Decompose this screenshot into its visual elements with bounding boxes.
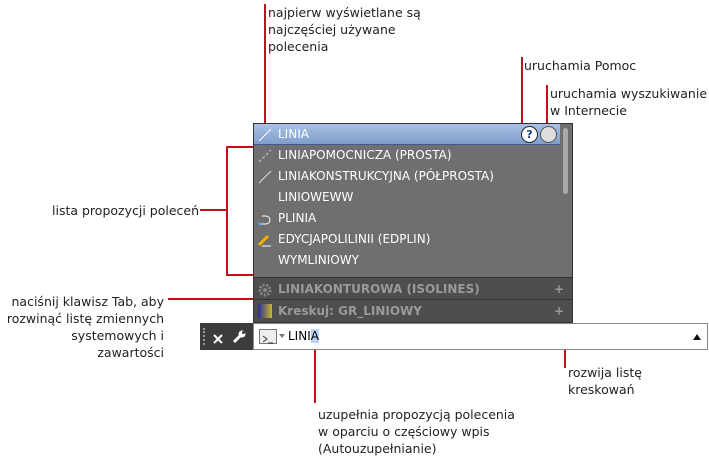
callout-line (546, 85, 548, 124)
hatch-icon (258, 304, 272, 318)
help-icon[interactable]: ? (521, 126, 538, 143)
polyline-icon (258, 212, 272, 226)
line-icon (258, 128, 272, 142)
annotation-help: uruchamia Pomoc (524, 58, 637, 73)
callout-line (168, 298, 253, 300)
group-isolines[interactable]: LINIAKONTUROWA (ISOLINES)+ (254, 277, 572, 299)
callout-line (264, 4, 266, 124)
ray-icon (258, 170, 272, 184)
expand-icon[interactable]: + (553, 282, 564, 296)
callout-line (314, 345, 316, 403)
pencil-icon (257, 233, 272, 247)
callout-bracket (226, 146, 253, 148)
annotation-list: lista propozycji poleceń (52, 203, 200, 218)
callout-bracket (226, 146, 228, 276)
callout-bracket (226, 274, 253, 276)
scrollbar[interactable] (563, 128, 568, 194)
history-dropdown-icon[interactable] (693, 334, 701, 340)
suggestion-item[interactable]: EDYCJAPOLILINII (EDPLIN) (254, 229, 560, 250)
suggestion-list: LINIA ? LINIAPOMOCNICZA (PROSTA) LINIAKO… (253, 123, 573, 323)
wrench-icon[interactable] (232, 329, 246, 344)
suggestion-item[interactable]: WYMLINIOWY (278, 253, 359, 267)
suggestion-item[interactable]: LINIA ? (254, 124, 560, 145)
callout-line (200, 209, 226, 211)
xline-icon (258, 149, 272, 163)
command-text: LINIA (288, 324, 319, 349)
suggestion-item[interactable]: LINIOWEWW (278, 190, 354, 204)
close-icon[interactable] (212, 330, 224, 344)
callout-line (521, 57, 523, 124)
command-toolbar (200, 323, 253, 350)
dropdown-arrow-icon[interactable] (279, 334, 285, 338)
autocomplete-text: A (310, 329, 319, 343)
gear-icon (258, 282, 272, 297)
web-search-icon[interactable] (540, 126, 557, 143)
suggestion-item[interactable]: LINIAKONSTRUKCYJNA (PÓŁPROSTA) (254, 166, 560, 187)
expand-hatch-icon[interactable]: + (553, 304, 564, 318)
suggestion-item[interactable]: LINIAPOMOCNICZA (PROSTA) (254, 145, 560, 166)
suggestion-item[interactable]: PLINIA (254, 208, 560, 229)
typed-text: LINI (288, 329, 311, 343)
command-input[interactable]: LINIA (253, 323, 708, 350)
group-hatch[interactable]: Kreskuj: GR_LINIOWY+ (254, 299, 572, 322)
command-prompt-icon[interactable] (259, 329, 277, 344)
grip-handle[interactable] (203, 328, 209, 345)
